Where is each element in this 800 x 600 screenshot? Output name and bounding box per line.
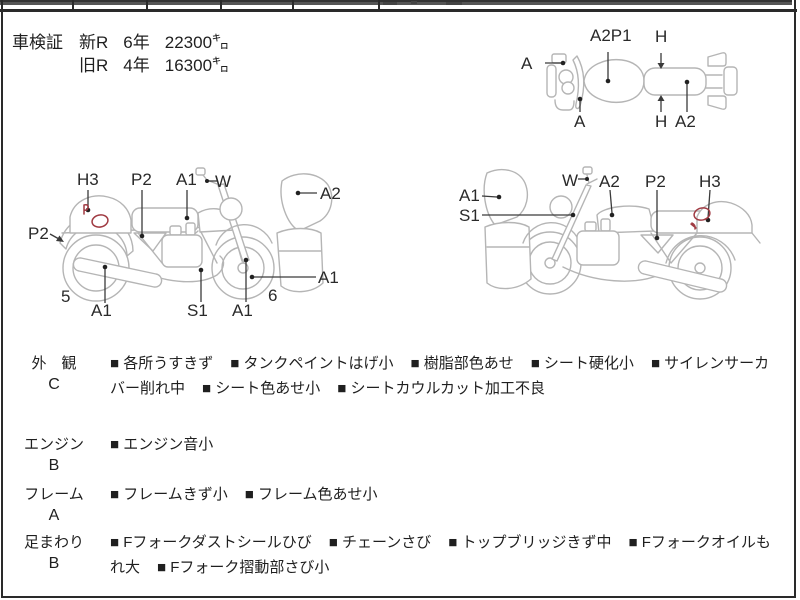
motorcycle-left-side-diagram <box>49 167 333 303</box>
inspection-notes: ■ Fフォークダストシールひび■ チェーンさび■ トップブリッジきず中■ Fフォ… <box>104 522 792 580</box>
header-text-fragment <box>446 2 462 5</box>
shaken-old-era: 旧R <box>79 56 109 75</box>
shaken-row-new: 新R 6年 22300㌔ <box>79 28 244 53</box>
sheet-bottom-border <box>1 596 796 598</box>
sheet-right-border <box>794 0 796 598</box>
header-cell-divider <box>378 0 380 9</box>
shaken-label: 車検証 <box>12 33 63 52</box>
inspection-grade: B <box>48 555 60 572</box>
shaken-old-mileage: 16300㌔ <box>164 56 230 75</box>
header-cell-divider <box>292 0 294 9</box>
left-bike-label-s1: S1 <box>187 301 208 320</box>
defect-item: ■ フレームきず小 <box>110 486 228 503</box>
inspection-grade: B <box>48 457 60 474</box>
motorcycle-right-side-diagram <box>481 166 761 300</box>
defect-item: ■ エンジン音小 <box>110 436 214 453</box>
left-bike-label-p2-rear: P2 <box>28 224 49 243</box>
top-view-label-a-bottom: A <box>574 112 586 131</box>
header-text-fragment <box>383 2 397 5</box>
defect-item: ■ Fフォークダストシールひび <box>110 534 312 551</box>
motorcycle-top-view-diagram <box>545 52 738 112</box>
defect-item: ■ 樹脂部色あせ <box>410 355 514 372</box>
inspection-notes: ■ エンジン音小 <box>104 424 792 457</box>
left-bike-label-p2-top: P2 <box>131 170 152 189</box>
inspection-grade: C <box>48 376 60 393</box>
left-bike-label-num-rear: 5 <box>61 287 71 306</box>
inspection-row-exterior: 外 観 C ■ 各所うすきず ■ タンクペイントはげ小 ■ 樹脂部色あせ ■ シート硬… <box>4 343 792 421</box>
inspection-category: フレーム <box>24 486 84 503</box>
inspection-notes: ■ フレームきず小 ■ フレーム色あせ小 <box>104 474 792 507</box>
defect-item: ■ シート硬化小 <box>530 355 634 372</box>
right-bike-label-a2: A2 <box>599 172 620 191</box>
inspection-row-engine: エンジン B ■ エンジン音小 <box>4 424 792 474</box>
defect-item: ■ チェーンさび <box>328 534 432 551</box>
shaken-new-era: 新R <box>79 33 109 52</box>
header-cell-divider <box>146 0 148 9</box>
top-view-label-a2: A2 <box>675 112 696 131</box>
left-bike-label-a2: A2 <box>320 184 341 203</box>
left-bike-label-w: W <box>215 172 232 191</box>
shaken-old-year: 4年 <box>123 56 150 75</box>
shaken-section: 車検証 <box>12 28 63 53</box>
defect-item: ■ Fフォーク摺動部さび小 <box>157 559 330 576</box>
shaken-new-mileage: 22300㌔ <box>164 33 230 52</box>
inspection-row-header: エンジン B <box>4 424 104 475</box>
defect-item: ■ サイレンサーカバー削れ中 <box>110 355 770 397</box>
inspection-row-header: 足まわり B <box>4 522 104 573</box>
left-bike-label-h3: H3 <box>77 170 99 189</box>
inspection-notes: ■ 各所うすきず ■ タンクペイントはげ小 ■ 樹脂部色あせ ■ シート硬化小■ サイ… <box>104 343 792 401</box>
top-view-label-a-left: A <box>521 54 533 73</box>
right-bike-label-w: W <box>562 171 579 190</box>
left-bike-label-num-front: 6 <box>268 286 278 305</box>
defect-item: ■ フレーム色あせ小 <box>244 486 378 503</box>
inspection-row-frame: フレーム A ■ フレームきず小 ■ フレーム色あせ小 <box>4 474 792 524</box>
defect-item: ■ タンクペイントはげ小 <box>230 355 394 372</box>
inspection-row-undercarriage: 足まわり B ■ Fフォークダストシールひび ■ チェーンさび ■ トップブリッジき… <box>4 522 792 595</box>
left-bike-label-a1-fork: A1 <box>232 301 253 320</box>
inspection-row-header: フレーム A <box>4 474 104 525</box>
shaken-row-old: 旧R 4年 16300㌔ <box>79 51 244 76</box>
left-bike-label-a1-seat: A1 <box>176 170 197 189</box>
top-view-label-h-top: H <box>655 27 668 46</box>
table-rule <box>0 0 792 2</box>
header-text-fragment <box>411 1 417 4</box>
right-bike-label-a1-cowl: A1 <box>459 186 480 205</box>
right-bike-label-h3: H3 <box>699 172 721 191</box>
inspection-grade: A <box>48 507 60 524</box>
header-cell-divider <box>220 0 222 9</box>
defect-item: ■ 各所うすきず <box>110 355 214 372</box>
inspection-category: 足まわり <box>23 534 84 551</box>
left-bike-label-a1-wheel: A1 <box>318 268 339 287</box>
inspection-row-header: 外 観 C <box>4 343 104 394</box>
right-bike-label-s1: S1 <box>459 206 480 225</box>
header-divider-line <box>0 9 797 12</box>
sheet-left-border <box>1 0 3 598</box>
defect-item: ■ Fフォークオイルもれ大 <box>110 534 771 576</box>
top-view-label-a2p1: A2P1 <box>590 26 632 45</box>
shaken-new-year: 6年 <box>123 33 150 52</box>
inspection-category: 外 観 <box>31 355 77 372</box>
header-cell-divider <box>72 0 74 9</box>
defect-item: ■ シートカウルカット加工不良 <box>337 380 546 397</box>
inspection-category: エンジン <box>23 436 84 453</box>
defect-item: ■ シート色あせ小 <box>202 380 321 397</box>
left-bike-label-a1-muffler: A1 <box>91 301 112 320</box>
top-view-label-h-bottom: H <box>655 112 668 131</box>
defect-item: ■ トップブリッジきず中 <box>448 534 612 551</box>
right-bike-label-p2: P2 <box>645 172 666 191</box>
